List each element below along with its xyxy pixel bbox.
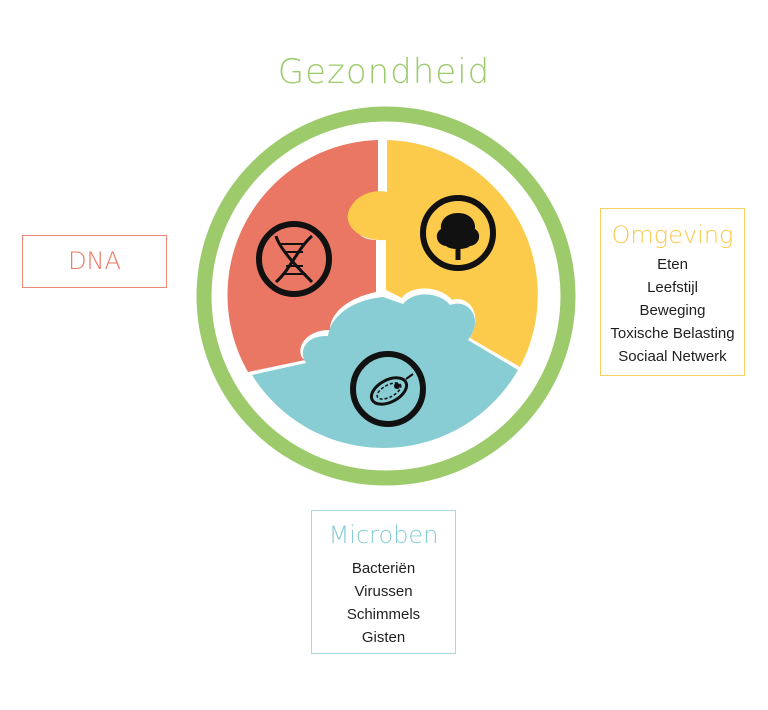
dna-icon bbox=[256, 221, 332, 297]
page-title: Gezondheid bbox=[277, 52, 491, 92]
list-item: Beweging bbox=[639, 302, 706, 319]
list-item: Gisten bbox=[361, 629, 406, 646]
microben-heading: Microben bbox=[328, 521, 439, 549]
omgeving-segment bbox=[347, 140, 538, 367]
health-ring bbox=[196, 106, 576, 486]
microben-box: Microben Bacteriën Virussen Schimmels Gi… bbox=[311, 510, 456, 654]
microbe-icon bbox=[350, 351, 426, 427]
dna-segment bbox=[227, 140, 378, 372]
microben-segment bbox=[252, 294, 518, 448]
list-item: Bacteriën bbox=[351, 560, 416, 577]
dna-heading: DNA bbox=[68, 247, 121, 275]
list-item: Virussen bbox=[354, 583, 413, 600]
list-item: Eten bbox=[657, 256, 688, 273]
list-item: Leefstijl bbox=[647, 279, 698, 296]
dna-box: DNA bbox=[22, 235, 167, 288]
list-item: Toxische Belasting bbox=[610, 325, 735, 342]
omgeving-heading: Omgeving bbox=[611, 221, 734, 249]
list-item: Schimmels bbox=[346, 606, 421, 623]
microben-list: Bacteriën Virussen Schimmels Gisten bbox=[312, 557, 455, 649]
tree-icon bbox=[420, 195, 496, 271]
list-item: Sociaal Netwerk bbox=[618, 348, 727, 365]
omgeving-box: Omgeving Eten Leefstijl Beweging Toxisch… bbox=[600, 208, 745, 376]
omgeving-list: Eten Leefstijl Beweging Toxische Belasti… bbox=[601, 253, 744, 368]
